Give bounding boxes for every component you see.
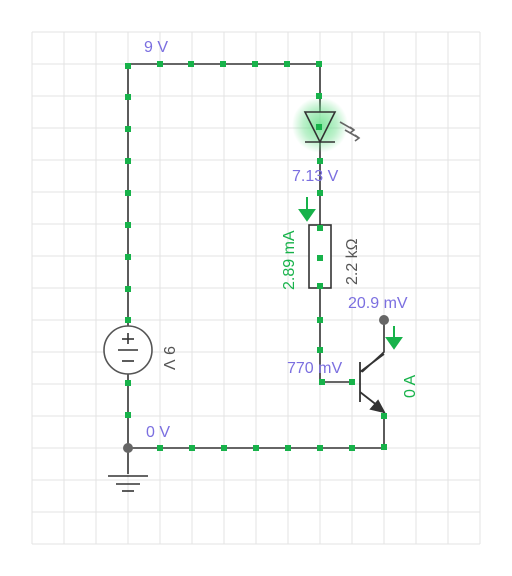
current-dots [125, 61, 387, 451]
battery-value-label: 9 V [160, 346, 177, 370]
led-icon[interactable] [303, 111, 361, 144]
probe-node[interactable] [379, 315, 389, 325]
wire-probe [361, 320, 385, 373]
base-voltage-label: 770 mV [287, 360, 342, 377]
resistor-current-label: 2.89 mA [281, 230, 298, 290]
resistor-value-label: 2.2 kΩ [344, 238, 361, 285]
battery-icon[interactable] [103, 325, 153, 375]
transistor-icon[interactable] [359, 353, 386, 416]
transistor-current-label: 0 A [402, 375, 419, 398]
background-grid [31, 31, 481, 545]
transistor-current-arrow-icon [385, 326, 403, 350]
top-node-voltage-label: 9 V [144, 39, 168, 56]
junction-node[interactable] [123, 443, 133, 453]
led-cathode-voltage-label: 7.13 V [292, 168, 339, 185]
current-arrow-icon [298, 197, 316, 222]
ground-icon [108, 475, 148, 492]
ground-voltage-label: 0 V [146, 424, 170, 441]
probe-voltage-label: 20.9 mV [348, 295, 408, 312]
